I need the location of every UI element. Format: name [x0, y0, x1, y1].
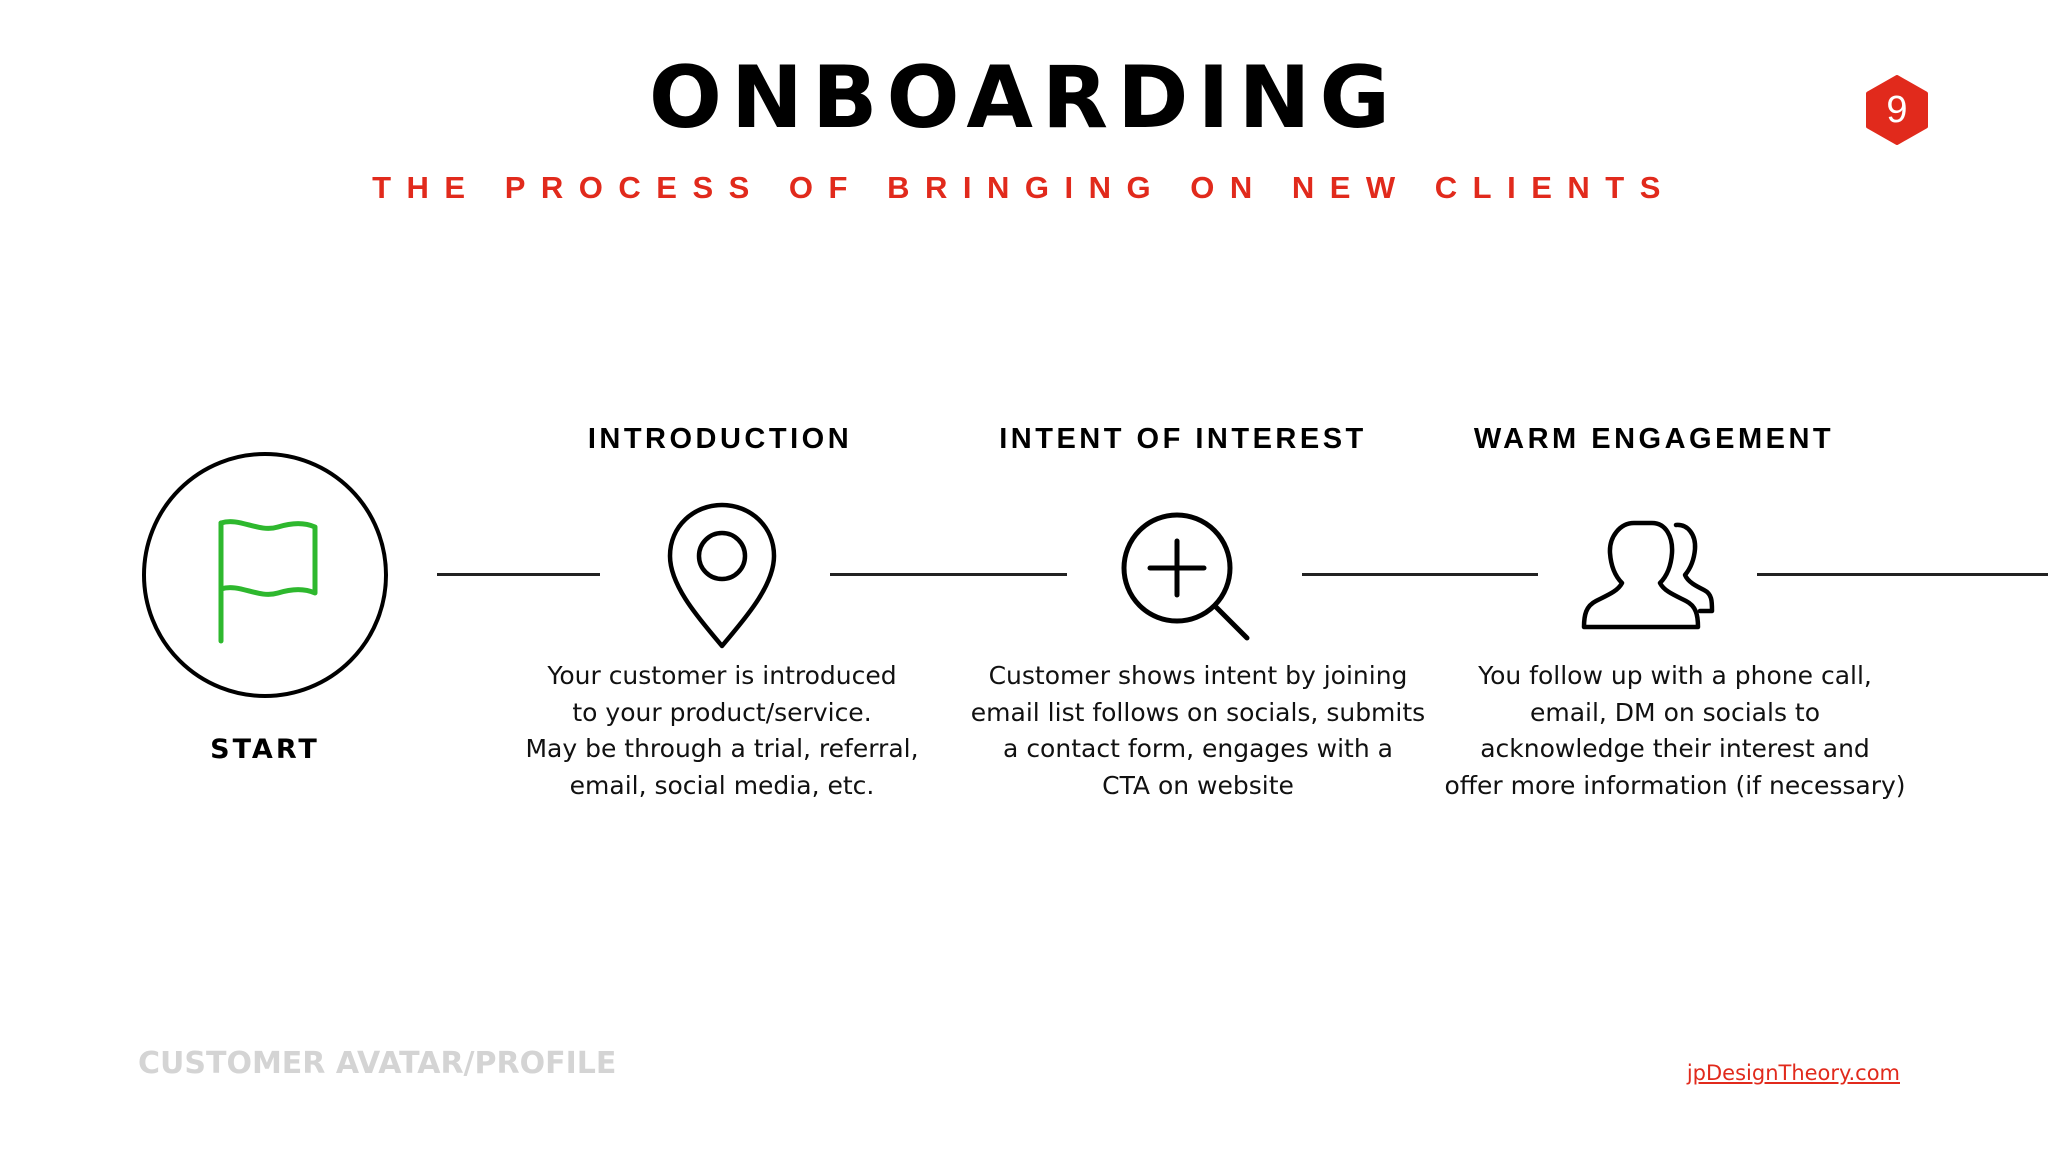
users-icon [1581, 520, 1715, 630]
start-label: START [210, 734, 320, 765]
footer-website-link[interactable]: jpDesignTheory.com [1686, 1061, 1900, 1085]
step-description-intent-of-interest: Customer shows intent by joining email l… [970, 661, 1426, 800]
slide-number-badge: 9 [1865, 75, 1929, 145]
footer-section-label: CUSTOMER AVATAR/PROFILE [138, 1046, 617, 1081]
location-pin-icon [667, 502, 777, 649]
step-description-warm-engagement: You follow up with a phone call, email, … [1444, 661, 1906, 800]
connector-line [1757, 573, 2048, 576]
slide-number: 9 [1886, 89, 1908, 131]
connector-line [437, 573, 600, 576]
flag-icon [218, 519, 318, 644]
connector-line [830, 573, 1067, 576]
step-title-introduction: INTRODUCTION [587, 423, 853, 455]
step-description-introduction: Your customer is introduced to your prod… [525, 661, 919, 800]
page-subtitle: THE PROCESS OF BRINGING ON NEW CLIENTS [372, 170, 1676, 205]
magnifier-plus-icon [1121, 512, 1250, 641]
start-circle [142, 452, 388, 698]
hexagon-icon [1866, 75, 1928, 145]
page-title: ONBOARDING [648, 48, 1400, 148]
connector-line [1302, 573, 1538, 576]
step-title-warm-engagement: WARM ENGAGEMENT [1473, 423, 1835, 455]
step-title-intent-of-interest: INTENT OF INTEREST [999, 423, 1367, 455]
